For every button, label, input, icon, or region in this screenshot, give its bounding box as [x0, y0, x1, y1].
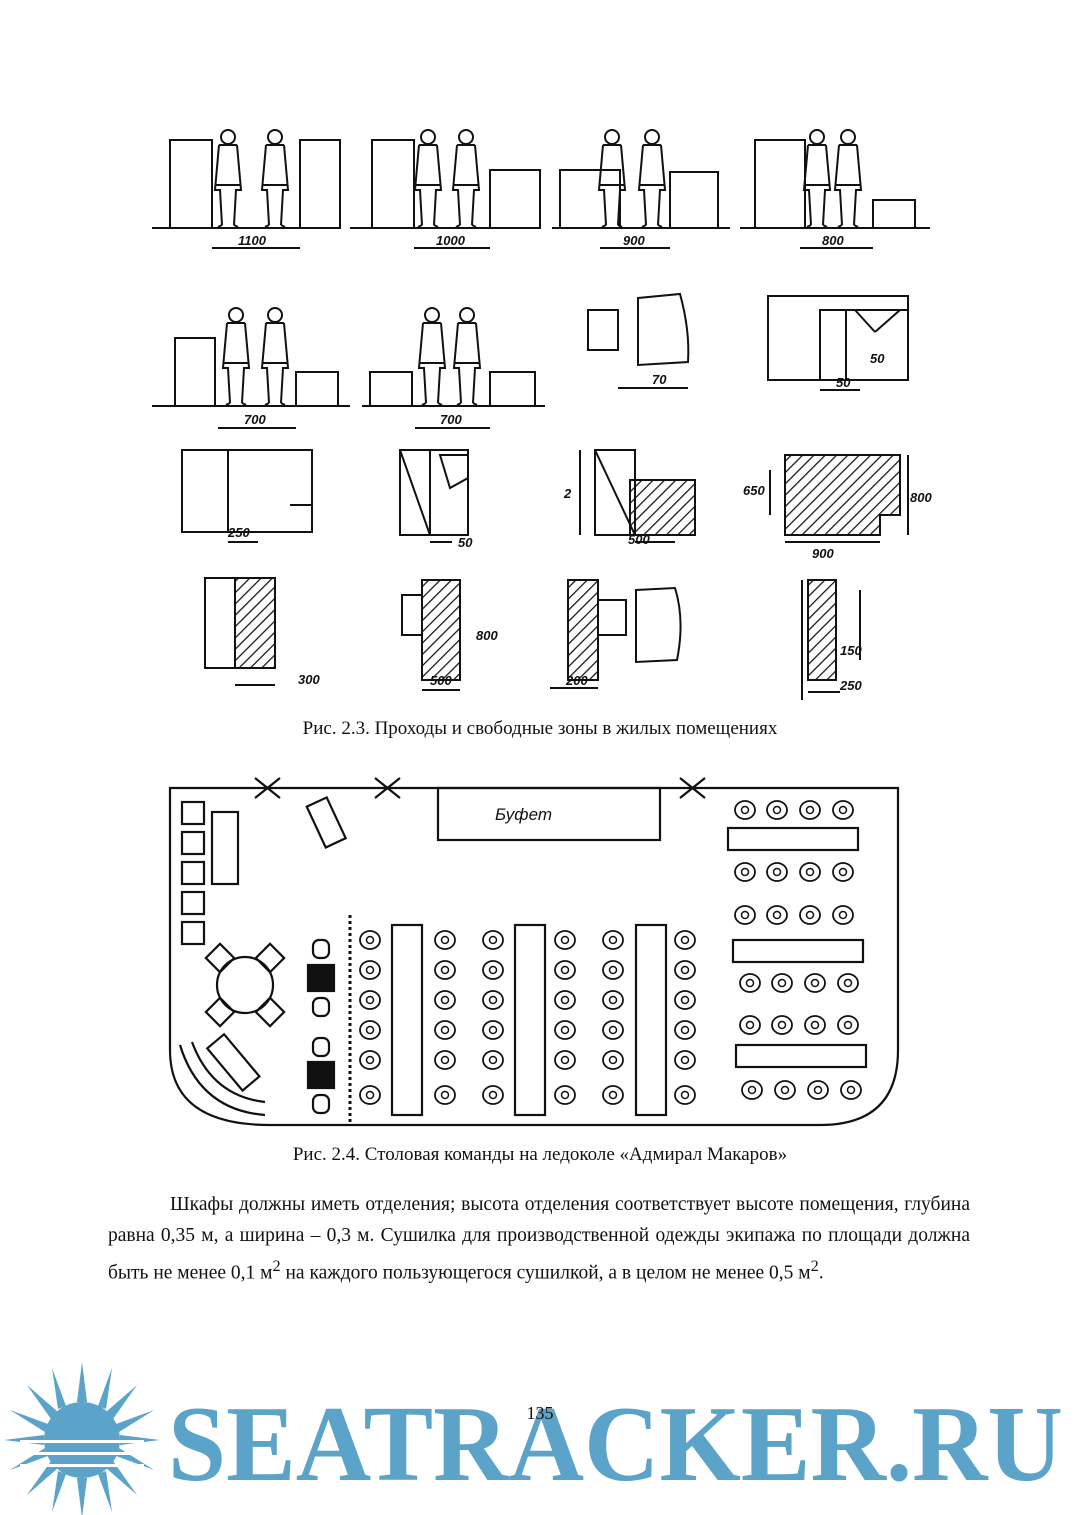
dim-label: 900	[812, 546, 834, 561]
superscript: 2	[272, 1257, 281, 1275]
dim-label: 50	[870, 351, 885, 366]
dim-label: 250	[839, 678, 862, 693]
body-paragraph: Шкафы должны иметь отделения; высота отд…	[108, 1189, 970, 1289]
dim-label: 300	[298, 672, 320, 687]
dim-label: 700	[440, 412, 462, 427]
dim-label: 500	[430, 673, 452, 688]
dim-label: 2	[563, 486, 572, 501]
dim-label: 650	[743, 483, 765, 498]
dim-label: 50	[458, 535, 473, 550]
dim-label: 50	[836, 375, 851, 390]
dim-label: 700	[244, 412, 266, 427]
dim-label: 500	[628, 532, 650, 547]
dim-label: 1000	[436, 233, 466, 248]
dim-label: 800	[910, 490, 932, 505]
paragraph-text: на каждого пользующегося сушилкой, а в ц…	[280, 1262, 811, 1284]
watermark-text: SEATRACKER.RU	[168, 1385, 1063, 1504]
seatracker-watermark: SEATRACKER.RU	[4, 1362, 1063, 1515]
figure-2-3-drawing: 1100 1000 900 800 700 700 70 50 50 250 5…	[152, 129, 932, 700]
paragraph-text: Шкафы должны иметь отделения; высота отд…	[108, 1194, 970, 1284]
dim-label: 250	[227, 525, 250, 540]
sun-logo-icon	[4, 1362, 160, 1515]
paragraph-text: .	[818, 1262, 824, 1284]
figure-2-4-floorplan: Буфет	[168, 777, 900, 1127]
dim-label: 1100	[238, 233, 267, 248]
figure-2-3-caption: Рис. 2.3. Проходы и свободные зоны в жил…	[302, 718, 778, 739]
dim-label: 70	[652, 372, 667, 387]
page-number: 135	[526, 1403, 554, 1423]
figure-2-4-caption: Рис. 2.4. Столовая команды на ледоколе «…	[292, 1144, 788, 1165]
dim-label: 200	[565, 673, 588, 688]
dim-label: 150	[840, 643, 862, 658]
dim-label: 800	[822, 233, 844, 248]
superscript: 2	[810, 1257, 819, 1275]
buffet-label: Буфет	[495, 805, 552, 824]
dim-label: 900	[623, 233, 645, 248]
dim-label: 800	[476, 628, 498, 643]
